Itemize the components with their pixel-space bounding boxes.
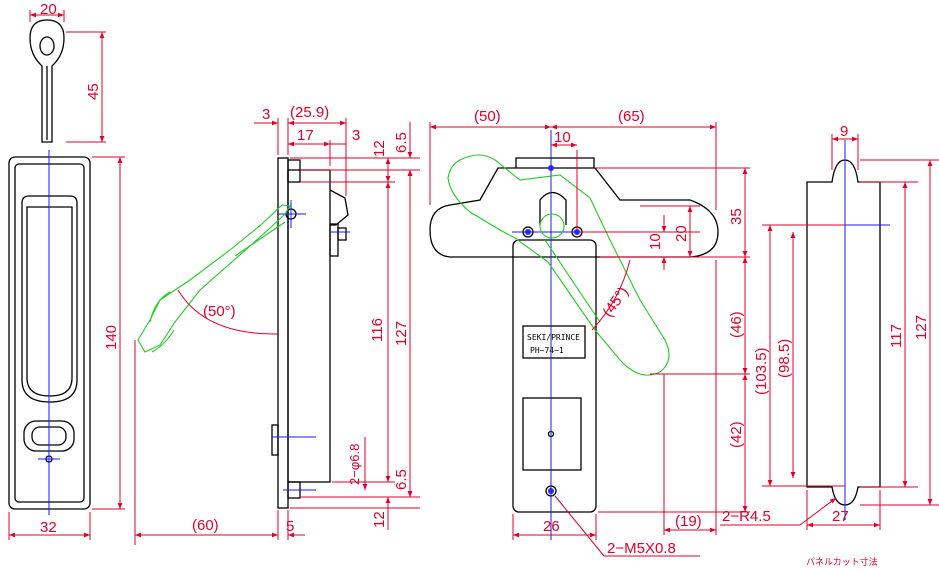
thread-callout: 2−M5X0.8 (607, 540, 676, 557)
front-height-dim: 140 (103, 325, 120, 350)
side-dim-60: (60) (192, 517, 219, 534)
side-height-127: 127 (393, 321, 410, 346)
cutout-title: パネルカット寸法 (806, 556, 878, 568)
side-dim-12-bottom: 12 (371, 511, 388, 528)
side-angle-label: (50°) (203, 303, 236, 320)
cutout-width-dim: 27 (832, 508, 849, 525)
handle-dim-50: (50) (474, 108, 501, 125)
cutout-view: 9 (103.5) (98.5) 117 127 27 2−R4.5 パネルカッ… (720, 123, 939, 568)
cutout-radius-callout: 2−R4.5 (722, 508, 771, 525)
side-hole-dim: 2−φ6.8 (347, 444, 362, 485)
side-view: (50°) 3 (25.9) 17 3 12 6.5 116 127 2−φ6.… (134, 104, 420, 545)
key-width-dim: 20 (40, 1, 57, 18)
side-dim-3b: 3 (352, 127, 360, 144)
side-height-116: 116 (369, 318, 386, 342)
side-dim-5: 5 (286, 518, 294, 535)
side-dim-17: 17 (297, 127, 314, 144)
front-view: 140 32 (8, 150, 125, 540)
side-dim-6-5: 6.5 (393, 132, 410, 153)
nameplate-line1: SEKI/PRINCE (527, 333, 580, 342)
handle-dim-46: (46) (728, 311, 745, 338)
cutout-dim-103-5: (103.5) (753, 347, 770, 395)
handle-dim-26: 26 (543, 518, 560, 535)
cutout-dim-98-5: (98.5) (776, 339, 793, 378)
cutout-top-dim: 9 (840, 123, 848, 140)
key-height-dim: 45 (85, 83, 102, 100)
handle-angle-label: (45°) (599, 284, 632, 321)
cutout-dim-117: 117 (888, 324, 905, 348)
nameplate-line2: PH−74−1 (530, 346, 564, 355)
handle-dim-35: 35 (728, 208, 745, 225)
side-dim-12: 12 (371, 140, 388, 157)
cutout-dim-127: 127 (913, 315, 930, 340)
handle-dim-42: (42) (728, 421, 745, 448)
key-view: 20 45 (29, 1, 106, 143)
front-width-dim: 32 (40, 519, 57, 536)
handle-view: SEKI/PRINCE PH−74−1 (45°) (50) (65) 10 (429, 108, 750, 557)
handle-dim-19: (19) (675, 513, 702, 530)
handle-dim-65: (65) (618, 108, 645, 125)
side-dim-6-5-bottom: 6.5 (393, 469, 410, 490)
handle-dim-10: 10 (554, 129, 571, 146)
side-dim-3a: 3 (262, 106, 270, 123)
handle-dim-10-right: 10 (647, 233, 664, 250)
handle-dim-20: 20 (673, 225, 690, 242)
side-dim-25-9: (25.9) (290, 104, 329, 121)
